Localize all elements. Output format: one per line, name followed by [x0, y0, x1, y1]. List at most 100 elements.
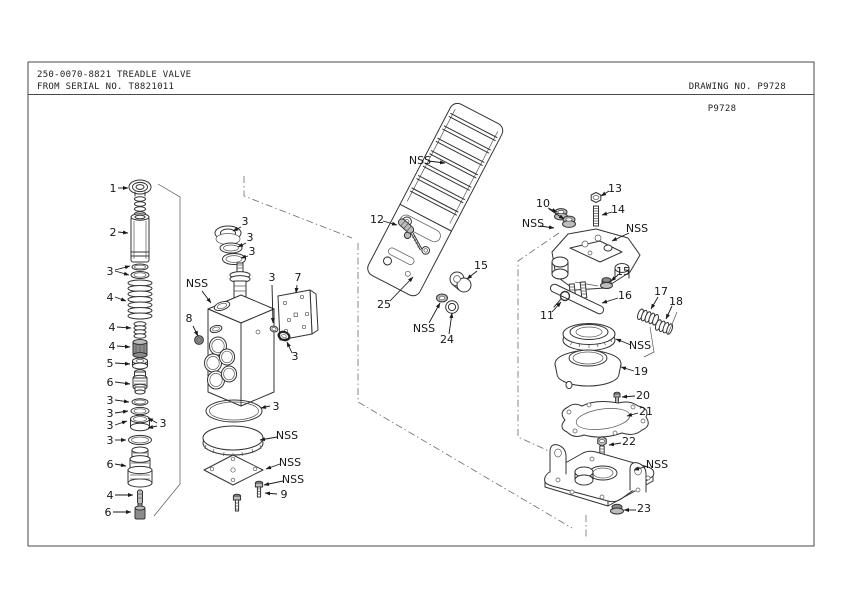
callout-3-ring-right: 3 — [160, 417, 167, 430]
part-4-large-spring — [127, 279, 153, 320]
part-9-bolt — [232, 493, 242, 512]
part-3-seal-rings — [128, 398, 152, 446]
part-18-spring — [654, 311, 678, 335]
callout-2: 2 — [110, 226, 117, 239]
callout-nss-boot-cover: NSS — [629, 339, 651, 352]
callout-21: 21 — [639, 405, 653, 418]
callout-4-large-spring: 4 — [107, 291, 114, 304]
part-14-bolt — [593, 205, 599, 227]
part-19-boot — [554, 349, 622, 390]
callout-14: 14 — [611, 203, 625, 216]
callout-leaders — [113, 160, 673, 514]
part-15-roller — [449, 271, 472, 293]
nss-base-plate — [544, 444, 655, 507]
part-6-plug — [134, 503, 146, 520]
nss-washer — [436, 293, 448, 303]
callout-6-upper: 6 — [107, 376, 114, 389]
callout-1: 1 — [110, 182, 117, 195]
part-12-pin — [397, 218, 415, 234]
callout-nss-washer: NSS — [413, 322, 435, 335]
callout-3-cap: 3 — [242, 215, 249, 228]
callout-22: 22 — [622, 435, 636, 448]
part-3-dark-ring — [277, 330, 291, 342]
callout-3-ring-b: 3 — [107, 407, 114, 420]
nss-boot-cover — [562, 323, 616, 351]
callout-3-ring-a: 3 — [107, 394, 114, 407]
callout-6-plug: 6 — [105, 506, 112, 519]
callout-10: 10 — [536, 197, 550, 210]
callout-8: 8 — [186, 312, 193, 325]
part-6-valve-body — [127, 446, 153, 488]
drawing-title-line1: 250-0070-8821 TREADLE VALVE — [37, 70, 191, 80]
callout-4-sleeve: 4 — [109, 340, 116, 353]
part-3-washer-b — [222, 253, 246, 265]
callout-3-block-oring: 3 — [273, 400, 280, 413]
callout-11: 11 — [540, 309, 554, 322]
part-3-small-oring — [269, 325, 279, 333]
callout-3-small-oring: 3 — [269, 271, 276, 284]
part-6-valve-upper — [132, 369, 148, 395]
construction-lines — [153, 176, 587, 537]
callout-nss-pedal: NSS — [409, 154, 431, 167]
drawing-number: DRAWING NO. P9728 — [689, 82, 786, 92]
valve-block-group — [194, 225, 319, 512]
nss-diaphragm — [202, 425, 264, 457]
part-15-flanged-nut — [600, 277, 613, 289]
part-21-gasket — [561, 401, 649, 438]
callout-4-pin: 4 — [107, 489, 114, 502]
callout-12: 12 — [370, 213, 384, 226]
block-port-circles — [204, 336, 238, 390]
callout-25: 25 — [377, 298, 391, 311]
callout-nss-diaphragm: NSS — [276, 429, 298, 442]
nss-pedal-bracket — [551, 228, 641, 291]
part-3-washer-a — [219, 242, 243, 254]
part-13-nut — [590, 192, 602, 203]
part-23-nut — [610, 503, 624, 515]
callout-6-body: 6 — [107, 458, 114, 471]
callout-16: 16 — [618, 289, 632, 302]
callout-20: 20 — [636, 389, 650, 402]
part-10-locknuts — [554, 208, 576, 228]
part-2-plunger — [130, 213, 150, 263]
drawing-title-line2: FROM SERIAL NO. T8821011 — [37, 82, 174, 92]
callout-labels: 1 2 3 4 4 4 5 6 3 3 3 3 3 6 4 6 3 3 3 NS… — [105, 154, 684, 519]
part-4-small-spring — [133, 321, 147, 339]
callout-7: 7 — [295, 271, 302, 284]
callout-4-small-spring: 4 — [109, 321, 116, 334]
callout-3-washer-a: 3 — [247, 231, 254, 244]
callout-3-washer-b: 3 — [249, 245, 256, 258]
callout-19: 19 — [634, 365, 648, 378]
callout-15-nut: 15 — [616, 265, 630, 278]
part-3-oring-pair — [130, 263, 150, 279]
nss-pedal-plate — [367, 102, 504, 297]
callout-5: 5 — [107, 357, 114, 370]
callout-13: 13 — [608, 182, 622, 195]
part-3-large-oring — [205, 399, 263, 423]
nss-bolt — [254, 480, 264, 498]
callout-23: 23 — [637, 502, 651, 515]
treadle-pedal-group — [367, 102, 504, 314]
callout-15-roller: 15 — [474, 259, 488, 272]
callout-3-large-oring-left: 3 — [107, 434, 114, 447]
callout-3-dark-ring: 3 — [292, 350, 299, 363]
title-block: 250-0070-8821 TREADLE VALVE FROM SERIAL … — [27, 61, 815, 547]
mounting-base-group — [544, 192, 678, 515]
part-2-upper-spring — [134, 196, 146, 217]
part-5-nut — [132, 357, 148, 370]
valve-block-body — [204, 294, 275, 407]
callout-9: 9 — [281, 488, 288, 501]
part-1-cap-nut — [128, 179, 152, 197]
callout-nss-bolt: NSS — [282, 473, 304, 486]
callout-18: 18 — [669, 295, 683, 308]
nss-plate — [203, 454, 264, 486]
part-4-knurled-sleeve — [132, 339, 148, 358]
callout-nss-locknuts: NSS — [522, 217, 544, 230]
callout-3-orings-upper: 3 — [107, 265, 114, 278]
callout-3-ring-c: 3 — [107, 419, 114, 432]
callout-nss-base: NSS — [646, 458, 668, 471]
valve-internals-stack — [127, 179, 153, 520]
part-8-plug — [194, 335, 204, 345]
callout-nss-block: NSS — [186, 277, 208, 290]
